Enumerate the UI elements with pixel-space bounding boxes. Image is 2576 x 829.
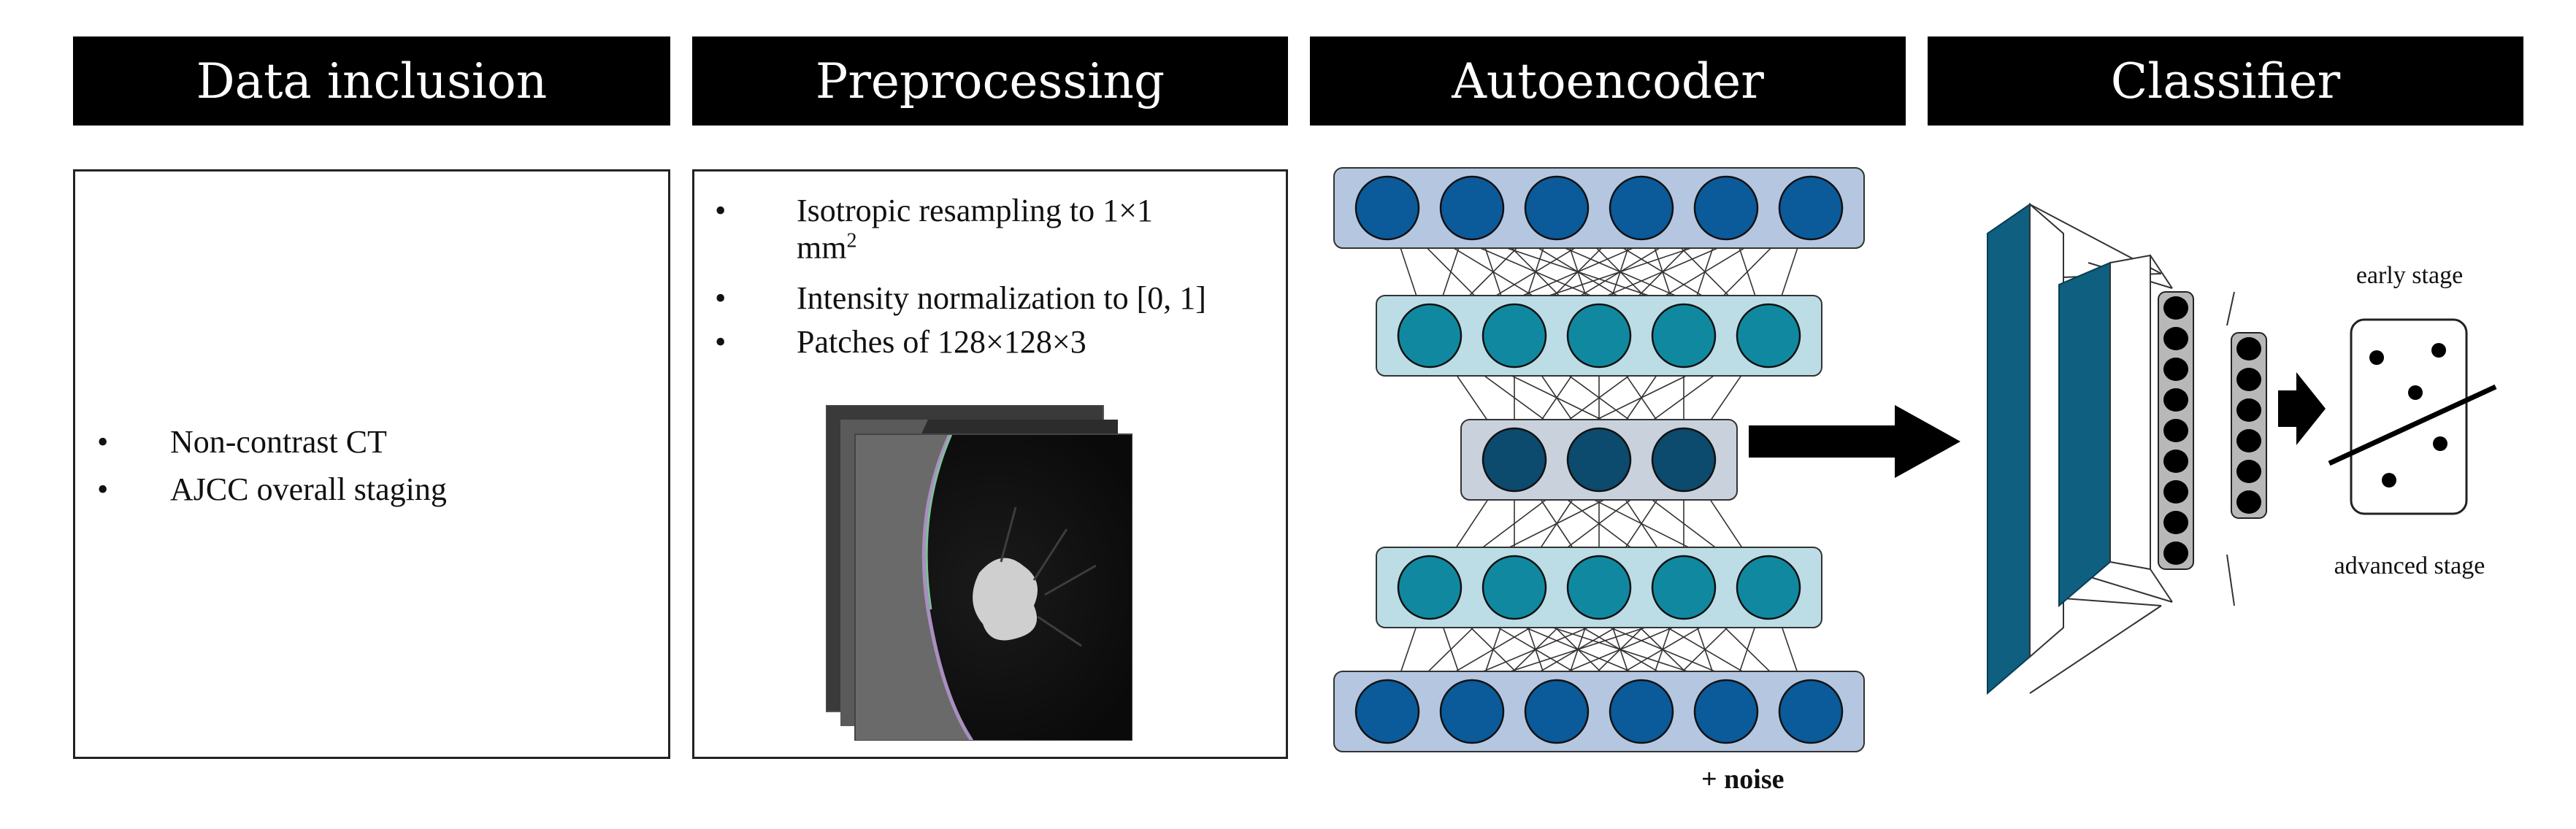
autoencoder-node xyxy=(1651,303,1717,369)
sample-point xyxy=(2433,436,2447,451)
autoencoder-node xyxy=(1354,679,1420,744)
autoencoder-node xyxy=(1566,427,1632,493)
fc-node xyxy=(2163,388,2188,412)
noise-label: + noise xyxy=(1701,764,1785,795)
autoencoder-node xyxy=(1524,679,1590,744)
unit-superscript: 2 xyxy=(846,229,857,252)
preprocessing-item: •Patches of 128×128×3 xyxy=(715,324,1086,360)
data-inclusion-item-text: AJCC overall staging xyxy=(170,471,447,507)
classifier-network: early stage advanced stage xyxy=(1987,202,2497,695)
header-data-inclusion: Data inclusion xyxy=(73,36,670,126)
sample-point xyxy=(2431,343,2446,358)
conv-block-2 xyxy=(2058,254,2151,608)
fc-node xyxy=(2236,337,2261,360)
data-inclusion-item: •AJCC overall staging xyxy=(97,471,447,507)
autoencoder-node xyxy=(1609,175,1674,241)
data-inclusion-item: •Non-contrast CT xyxy=(97,424,387,460)
fc-node xyxy=(2236,368,2261,391)
data-inclusion-panel: •Non-contrast CT •AJCC overall staging xyxy=(73,169,670,759)
autoencoder-node xyxy=(1693,679,1759,744)
ct-slice-front xyxy=(854,433,1132,741)
autoencoder-node xyxy=(1397,303,1463,369)
data-inclusion-item-text: Non-contrast CT xyxy=(170,424,387,460)
autoencoder-network: + noise xyxy=(1333,167,1865,795)
autoencoder-layers xyxy=(1333,167,1865,752)
autoencoder-node xyxy=(1609,679,1674,744)
autoencoder-node xyxy=(1481,427,1547,493)
sample-point xyxy=(2408,385,2423,400)
fc-node xyxy=(2236,398,2261,422)
fc-node xyxy=(2163,541,2188,565)
unit-text: mm xyxy=(797,230,847,266)
fc-node xyxy=(2236,490,2261,514)
autoencoder-node xyxy=(1651,555,1717,620)
fc-layer-1 xyxy=(2158,291,2194,570)
fc-node xyxy=(2163,450,2188,473)
fc-layer-band xyxy=(2231,332,2267,519)
autoencoder-node xyxy=(1439,679,1505,744)
preprocessing-item-text: Isotropic resampling to 1×1 xyxy=(797,193,1153,228)
fc-node xyxy=(2163,419,2188,442)
fc-layer-2 xyxy=(2231,332,2267,519)
autoencoder-node xyxy=(1439,175,1505,241)
fc-node xyxy=(2163,358,2188,381)
autoencoder-node xyxy=(1693,175,1759,241)
autoencoder-node xyxy=(1397,555,1463,620)
fc-node xyxy=(2163,296,2188,320)
fc-node xyxy=(2236,429,2261,452)
ct-patch-stack xyxy=(826,405,1132,741)
fc-node xyxy=(2163,480,2188,504)
autoencoder-node xyxy=(1736,555,1801,620)
autoencoder-node xyxy=(1651,427,1717,493)
autoencoder-node xyxy=(1566,303,1632,369)
preprocessing-panel: • Isotropic resampling to 1×1 mm2 •Inten… xyxy=(692,169,1288,759)
fc-node xyxy=(2163,327,2188,350)
sample-point xyxy=(2369,350,2384,365)
header-autoencoder: Autoencoder xyxy=(1310,36,1906,126)
conv-block-1 xyxy=(1987,202,2064,695)
early-stage-label: early stage xyxy=(2356,262,2463,289)
autoencoder-node xyxy=(1778,175,1844,241)
ct-nodule xyxy=(973,558,1038,641)
preprocessing-item: •Intensity normalization to [0, 1] xyxy=(715,280,1206,316)
preprocessing-item: • Isotropic resampling to 1×1 mm2 xyxy=(715,193,1153,266)
autoencoder-node xyxy=(1778,679,1844,744)
autoencoder-node xyxy=(1354,175,1420,241)
preprocessing-item-text: Patches of 128×128×3 xyxy=(797,324,1086,360)
fc-node xyxy=(2163,511,2188,534)
fc-node xyxy=(2236,460,2261,483)
preprocessing-item-text: Intensity normalization to [0, 1] xyxy=(797,280,1206,316)
autoencoder-node xyxy=(1736,303,1801,369)
header-preprocessing: Preprocessing xyxy=(692,36,1288,126)
sample-point xyxy=(2382,473,2396,487)
decision-boundary xyxy=(2328,384,2497,466)
arrow-to-decision xyxy=(2278,372,2326,445)
autoencoder-node xyxy=(1481,555,1547,620)
header-classifier: Classifier xyxy=(1928,36,2523,126)
decision-box xyxy=(2328,318,2497,515)
autoencoder-node xyxy=(1524,175,1590,241)
arrow-to-classifier xyxy=(1749,405,1960,478)
autoencoder-node xyxy=(1481,303,1547,369)
autoencoder-node xyxy=(1566,555,1632,620)
advanced-stage-label: advanced stage xyxy=(2334,552,2485,579)
